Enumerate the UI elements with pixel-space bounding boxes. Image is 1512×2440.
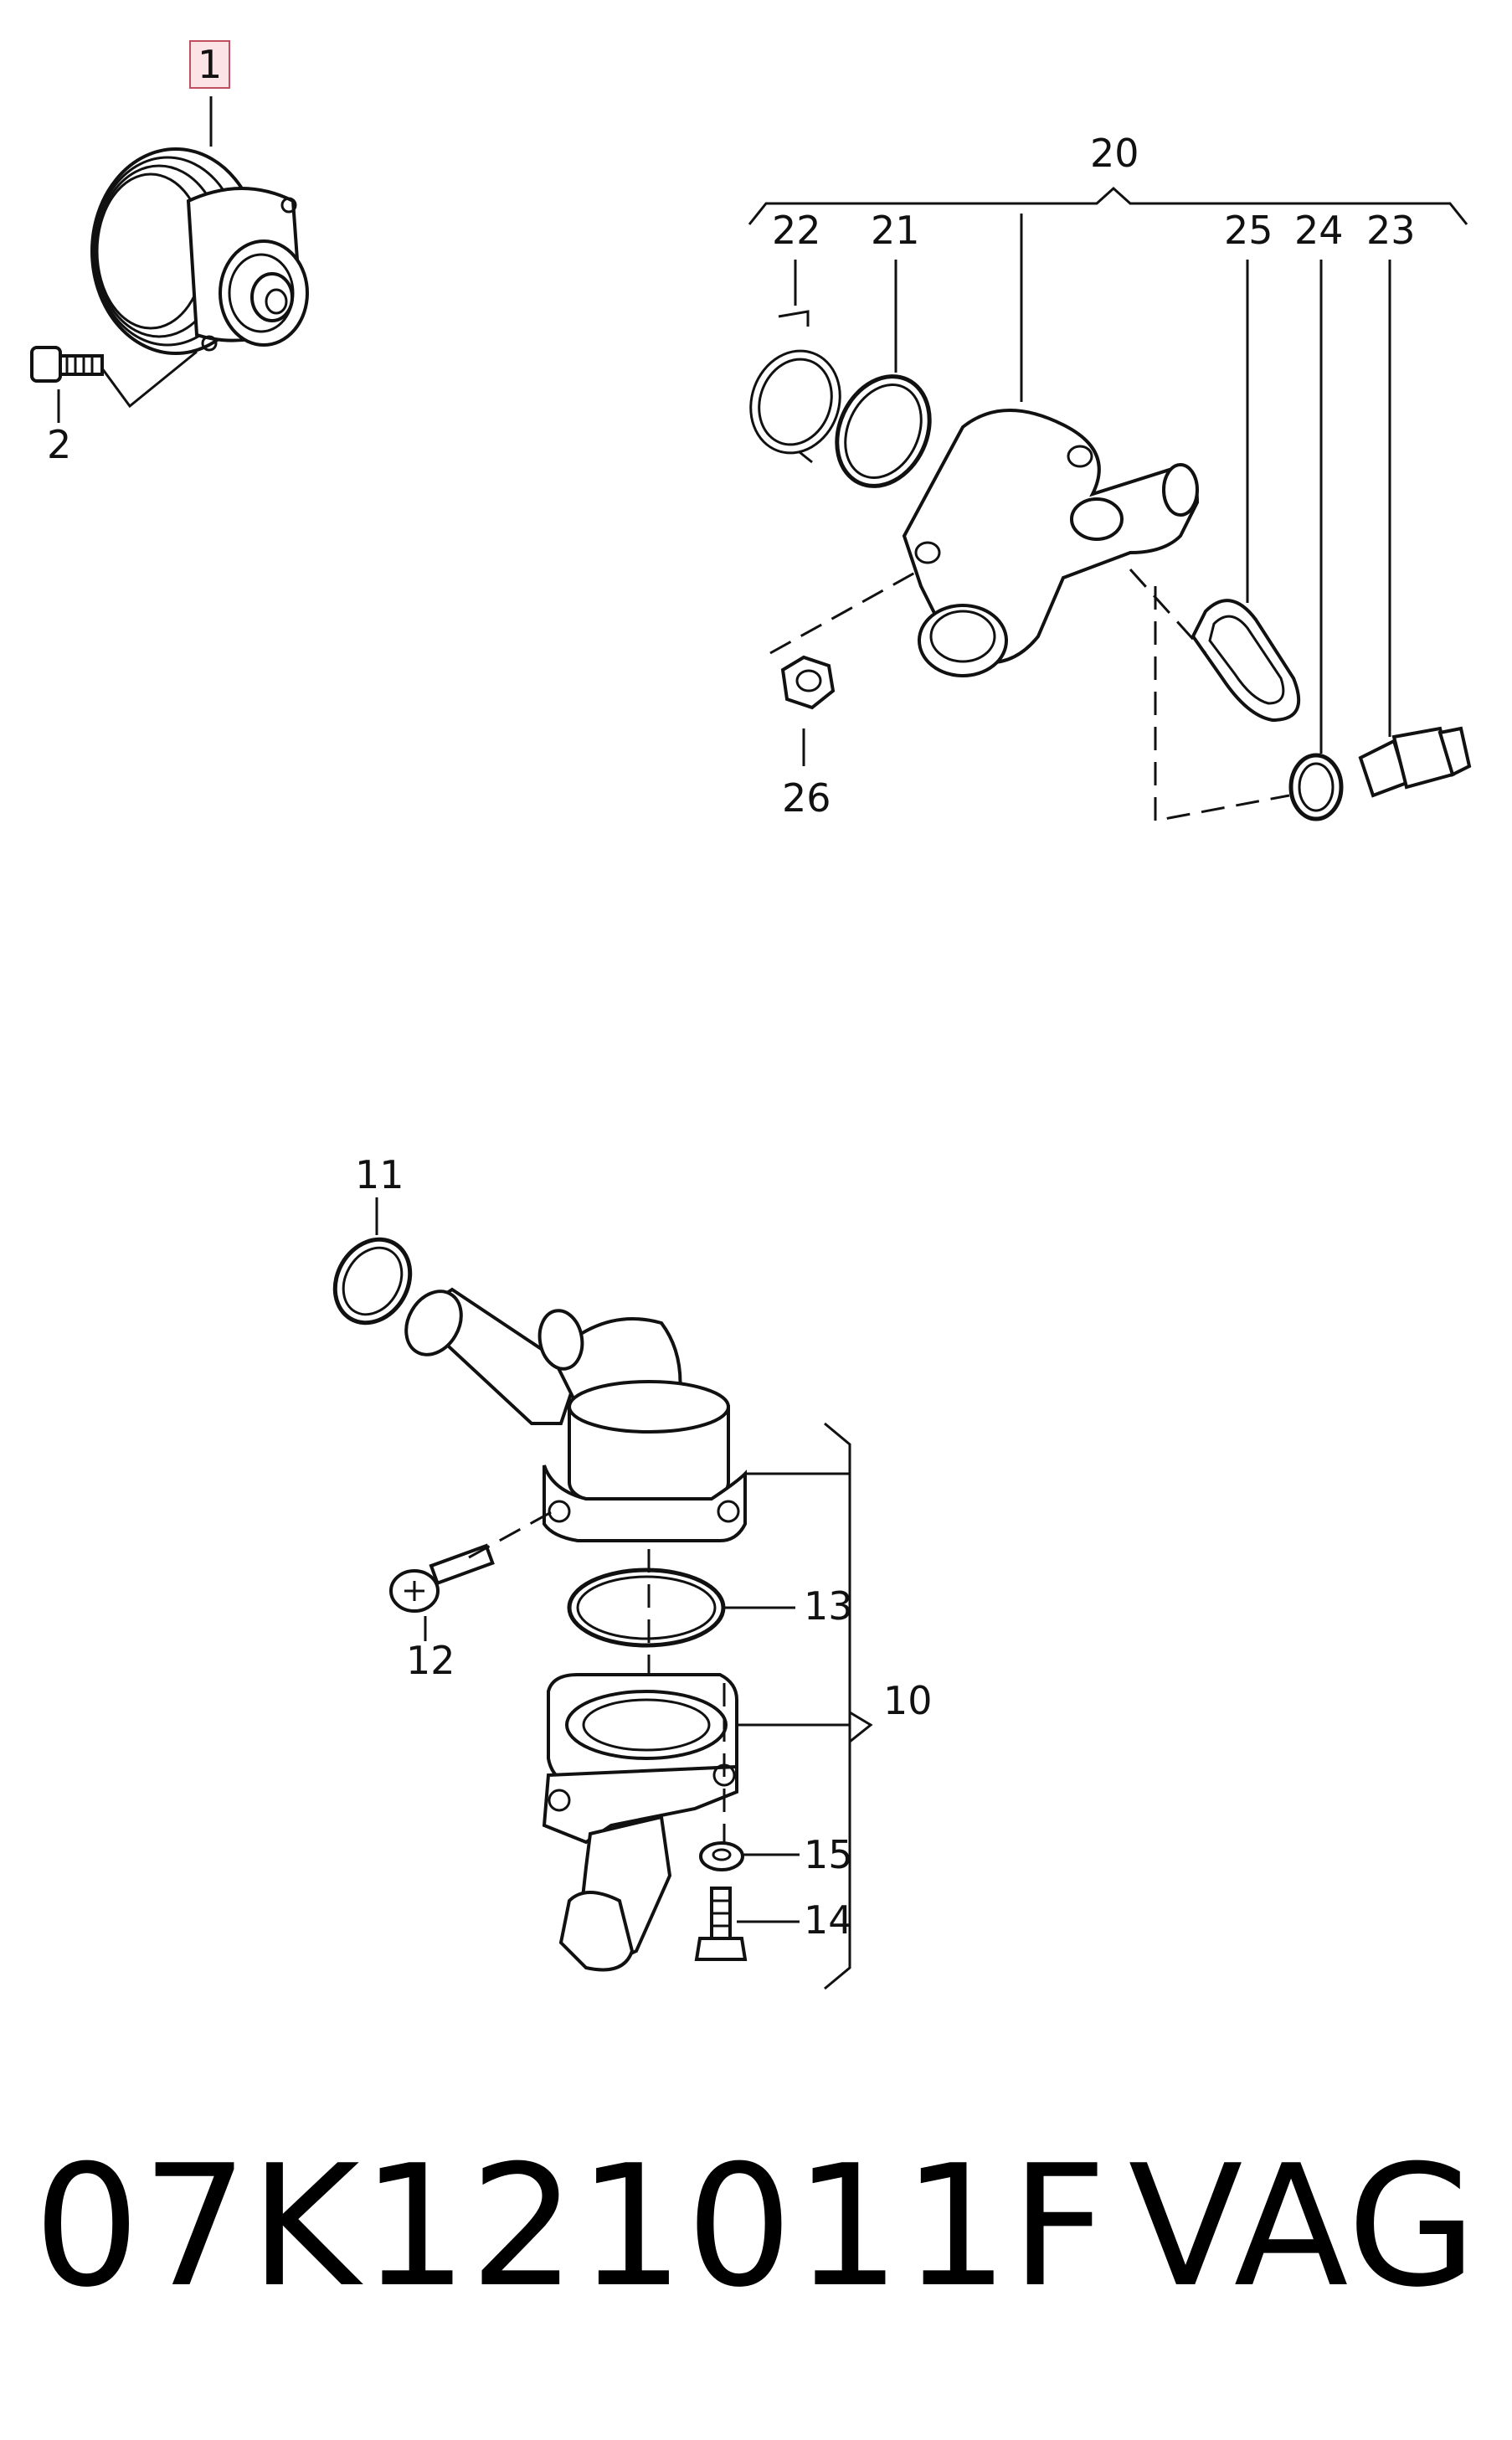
callout-25: 25 — [1224, 208, 1273, 253]
part-number: 07K121011F — [33, 2129, 1109, 2324]
thermostat-lower-housing — [542, 1673, 738, 1972]
bolt-2 — [30, 346, 104, 383]
callout-22: 22 — [772, 208, 821, 253]
callout-21: 21 — [871, 208, 920, 253]
gasket-25 — [1191, 599, 1301, 723]
bracket-20 — [748, 186, 1468, 225]
thermostat-upper-housing — [404, 1287, 747, 1542]
bolt-12 — [389, 1543, 495, 1613]
callout-26: 26 — [782, 775, 831, 821]
callout-20: 20 — [1090, 131, 1139, 176]
callout-13: 13 — [804, 1583, 853, 1629]
callout-23: 23 — [1366, 208, 1416, 253]
o-ring-11 — [332, 1237, 413, 1326]
bolt-14 — [694, 1887, 748, 1961]
o-ring-13 — [567, 1567, 726, 1648]
coolant-flange-20 — [902, 409, 1200, 677]
bracket-10 — [824, 1422, 873, 1990]
washer-15 — [699, 1841, 744, 1871]
brand-name: VAG — [1128, 2129, 1479, 2324]
callout-10: 10 — [883, 1678, 933, 1723]
callout-2: 2 — [47, 422, 72, 467]
temperature-sensor-23 — [1358, 726, 1472, 798]
leader-2 — [57, 350, 198, 423]
callout-14: 14 — [804, 1897, 853, 1943]
o-ring-21 — [835, 374, 932, 488]
footer: 07K121011F VAG — [33, 2144, 1479, 2345]
seal-ring-24 — [1288, 753, 1344, 821]
callout-11: 11 — [355, 1152, 404, 1197]
callout-1: 1 — [189, 40, 231, 89]
callout-15: 15 — [804, 1832, 853, 1877]
nut-26 — [780, 655, 836, 710]
clip-22 — [749, 310, 841, 464]
callout-12: 12 — [406, 1638, 455, 1683]
water-pump-pulley — [90, 147, 309, 355]
callout-24: 24 — [1294, 208, 1344, 253]
